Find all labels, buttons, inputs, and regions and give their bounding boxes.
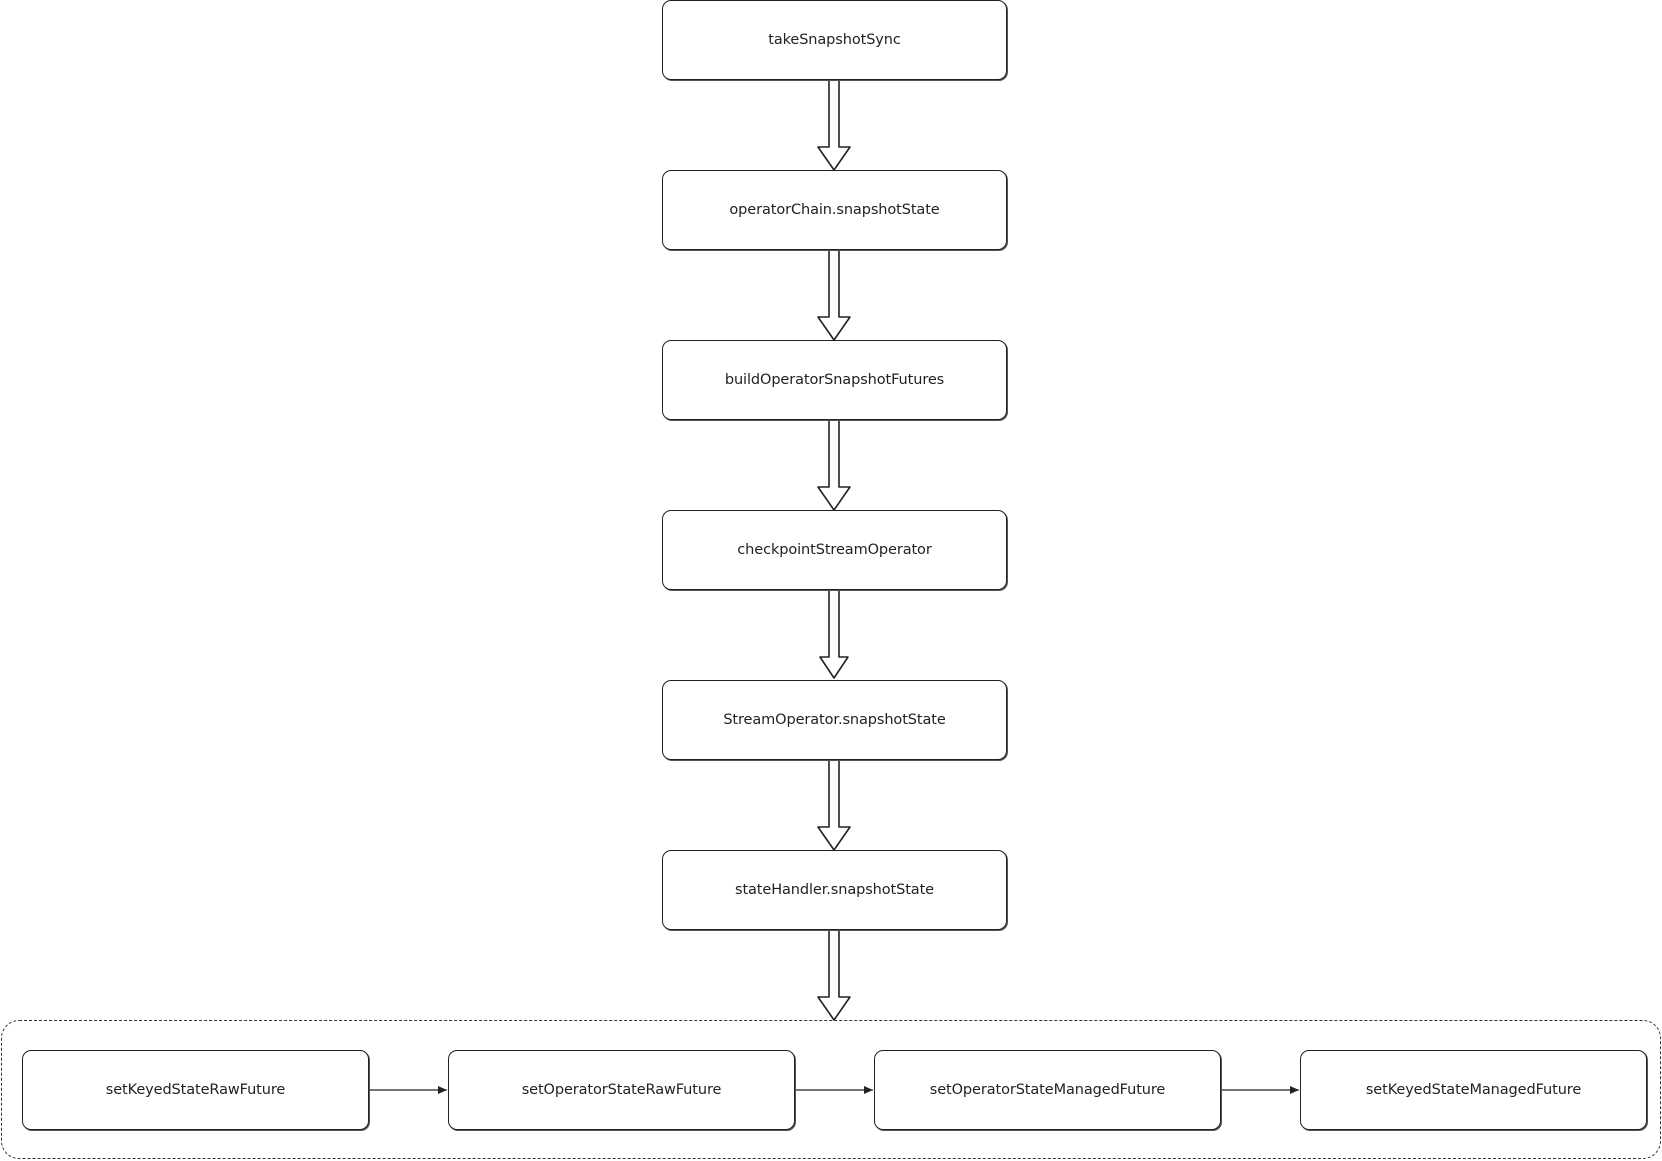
- futures-group-container: [1, 1020, 1661, 1159]
- node-set-operator-state-managed-future[interactable]: setOperatorStateManagedFuture: [874, 1050, 1221, 1130]
- node-label: operatorChain.snapshotState: [729, 202, 940, 218]
- flow-arrow-4: [819, 589, 849, 679]
- node-label: StreamOperator.snapshotState: [723, 712, 946, 728]
- node-set-keyed-state-raw-future[interactable]: setKeyedStateRawFuture: [22, 1050, 369, 1130]
- node-checkpoint-stream-operator[interactable]: checkpointStreamOperator: [662, 510, 1007, 590]
- node-label: setOperatorStateRawFuture: [521, 1082, 722, 1098]
- node-operator-chain-snapshot-state[interactable]: operatorChain.snapshotState: [662, 170, 1007, 250]
- flow-arrow-6: [817, 929, 851, 1021]
- node-label: takeSnapshotSync: [768, 32, 901, 48]
- node-set-keyed-state-managed-future[interactable]: setKeyedStateManagedFuture: [1300, 1050, 1647, 1130]
- node-set-operator-state-raw-future[interactable]: setOperatorStateRawFuture: [448, 1050, 795, 1130]
- node-build-operator-snapshot-futures[interactable]: buildOperatorSnapshotFutures: [662, 340, 1007, 420]
- node-stream-operator-snapshot-state[interactable]: StreamOperator.snapshotState: [662, 680, 1007, 760]
- node-label: setKeyedStateRawFuture: [105, 1082, 286, 1098]
- node-take-snapshot-sync[interactable]: takeSnapshotSync: [662, 0, 1007, 80]
- flow-arrow-2: [817, 249, 851, 341]
- node-label: setKeyedStateManagedFuture: [1365, 1082, 1582, 1098]
- node-label: checkpointStreamOperator: [737, 542, 932, 558]
- flow-arrow-1: [817, 79, 851, 171]
- node-label: buildOperatorSnapshotFutures: [724, 372, 945, 388]
- node-state-handler-snapshot-state[interactable]: stateHandler.snapshotState: [662, 850, 1007, 930]
- flow-arrow-5: [817, 759, 851, 851]
- node-label: stateHandler.snapshotState: [734, 882, 935, 898]
- node-label: setOperatorStateManagedFuture: [929, 1082, 1166, 1098]
- flow-arrow-3: [817, 419, 851, 511]
